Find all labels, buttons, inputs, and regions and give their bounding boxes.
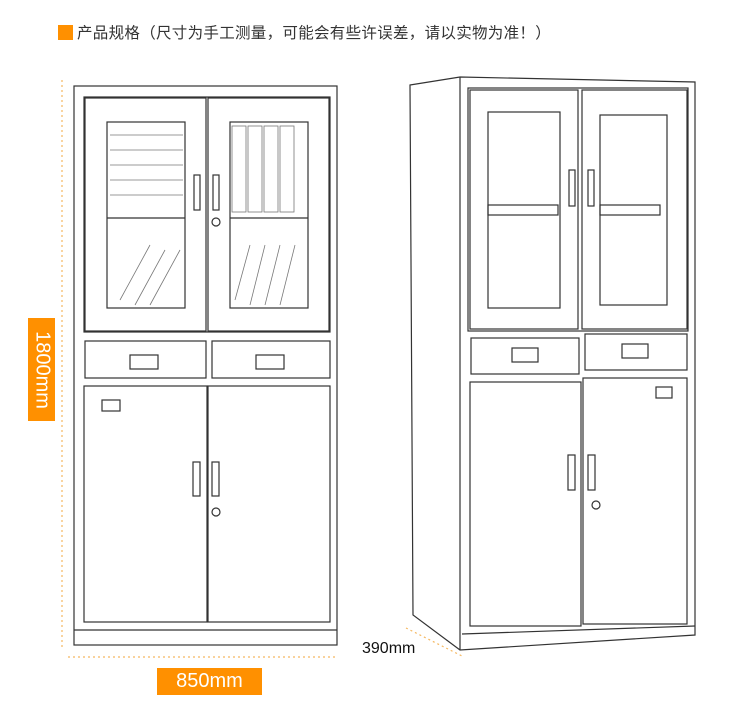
glass-door-right [207,97,330,332]
handle-icon [587,454,596,491]
handle-icon [212,174,220,211]
depth-dimension-line [405,627,463,657]
section-title: 产品规格（尺寸为手工测量，可能会有些许误差，请以实物为准！） [58,21,551,43]
drawer-handle-icon [255,354,285,370]
height-label: 1800mm [28,318,55,421]
handle-icon [192,461,201,497]
perspective-view-cabinet [409,76,696,651]
drawer-handle-icon [621,343,649,359]
drawer-left [470,337,580,375]
glass-door-left [469,89,579,330]
glass-door-right [581,89,688,330]
lower-door-right [582,377,688,625]
height-text: 1800mm [31,330,53,409]
drawer-handle-icon [511,347,539,363]
section-title-text: 产品规格（尺寸为手工测量，可能会有些许误差，请以实物为准！） [77,24,552,42]
glass-door-left [84,97,207,332]
front-view-cabinet [73,85,338,646]
handle-icon [193,174,201,211]
handle-icon [211,461,220,497]
handle-icon [587,169,595,207]
drawer-handle-icon [129,354,159,370]
drawer-left [84,340,207,379]
lock-icon [211,507,221,517]
lower-door-right [207,385,331,623]
handle-icon [568,169,576,207]
handle-icon [567,454,576,491]
lower-door-left [83,385,208,623]
lower-door-left [469,381,582,627]
dimension-lines [61,80,463,658]
lock-icon [211,217,221,227]
drawer-right [584,333,688,371]
depth-label: 390mm [362,640,416,657]
lock-icon [591,500,601,510]
drawer-right [211,340,331,379]
width-label: 850mm [157,668,262,695]
orange-square-icon [58,24,73,40]
